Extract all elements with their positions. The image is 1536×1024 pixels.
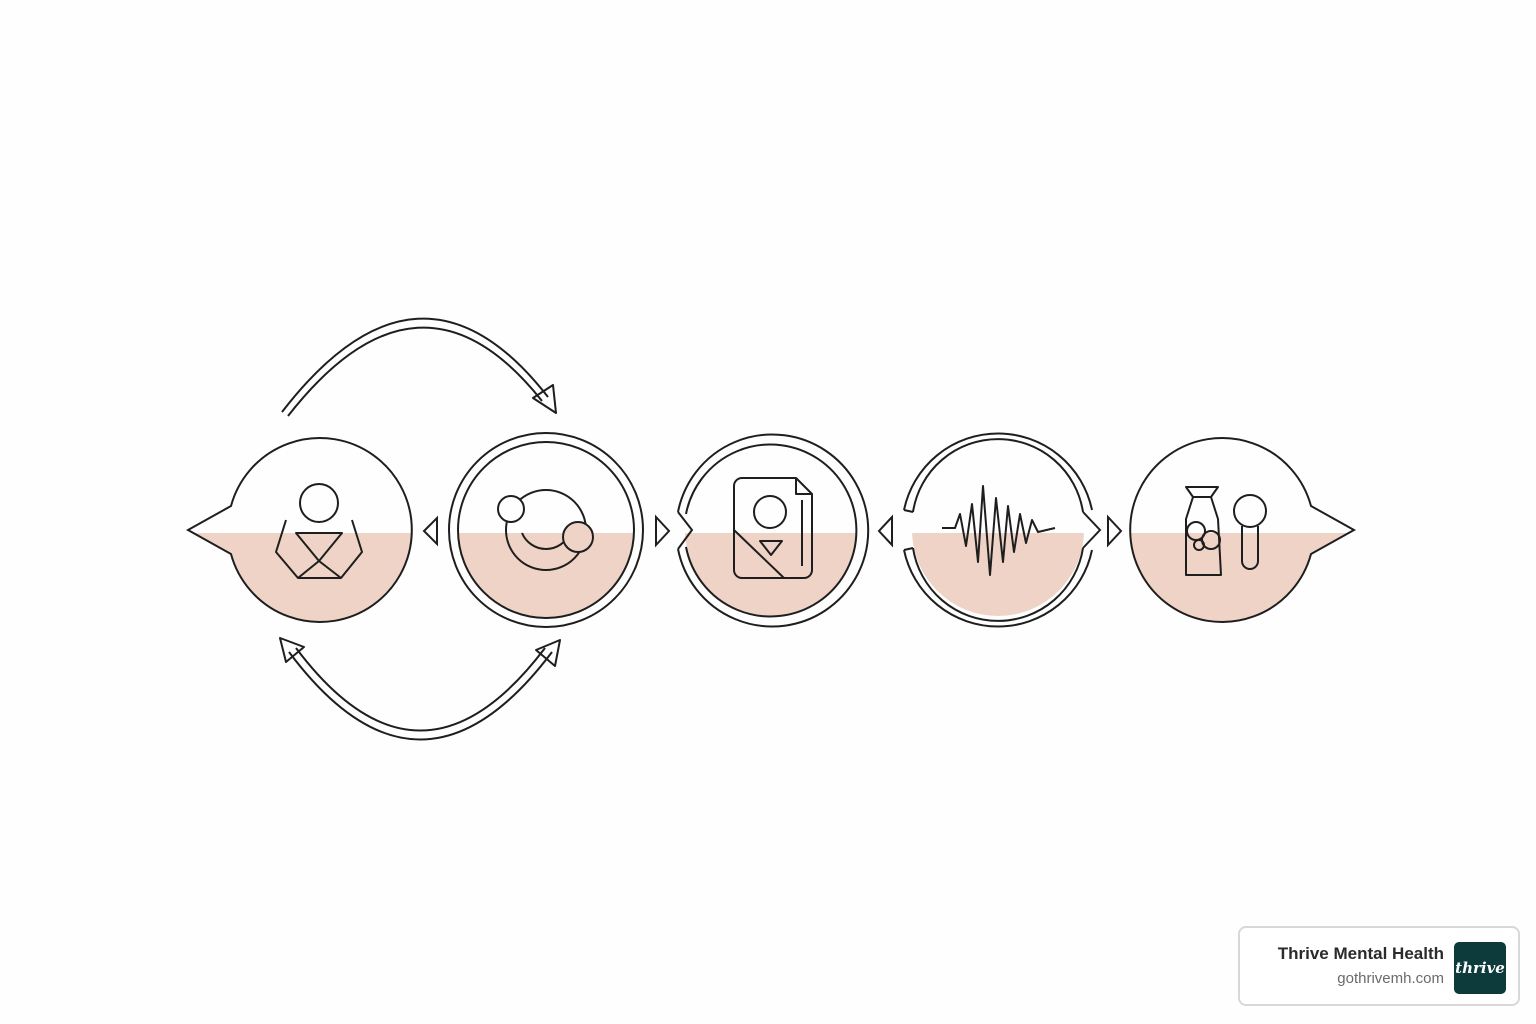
node-2-inner-ring [457,441,635,619]
node-5 [1129,437,1357,623]
node-4-right-tip [1082,511,1102,549]
node-2 [448,432,644,628]
node-2-fill [458,533,634,618]
node-3-notch [677,511,694,550]
node-4-ring-top-inner [912,438,1084,513]
node-4-left-cap-bottom [903,547,914,551]
node-1 [185,437,413,623]
arrowhead-right-4 [1107,514,1123,548]
node-1-fill [193,533,412,622]
node-4-ring-top-outer [903,432,1093,511]
arrowhead-left-3 [877,514,893,548]
node-2-outer-ring [448,432,644,628]
waveform-icon [942,485,1056,576]
brand-card[interactable]: Thrive Mental Health gothrivemh.com thri… [1238,926,1520,1006]
brand-name: Thrive Mental Health [1277,944,1444,963]
node-1-bubble [185,437,413,623]
brand-url[interactable]: gothrivemh.com [1337,970,1444,987]
arrowhead-right-2 [655,514,671,548]
brand-logo-text: thrive [1455,959,1505,977]
node-3-fill [685,533,857,616]
node-4-ring-bottom-inner [912,547,1084,622]
bottle-spoon-icon [1185,486,1267,576]
node-4-fill [912,533,1084,616]
node-3 [677,433,870,628]
node-4-ring-bottom-outer [903,549,1093,628]
node-4-left-cap-top [903,509,914,513]
brand-logo: thrive [1454,942,1506,994]
node-3-outer-ring [677,433,870,628]
arrowhead-left-1 [422,515,438,547]
person-icon [275,483,363,579]
node-5-fill [1130,533,1349,622]
node-3-inner-ring [685,443,858,618]
node-4 [903,432,1102,628]
document-icon [733,477,813,579]
cycle-icon [497,489,594,571]
top-curved-arrow [281,317,557,417]
node-5-bubble [1129,437,1357,623]
bottom-curved-arrow [279,637,561,741]
